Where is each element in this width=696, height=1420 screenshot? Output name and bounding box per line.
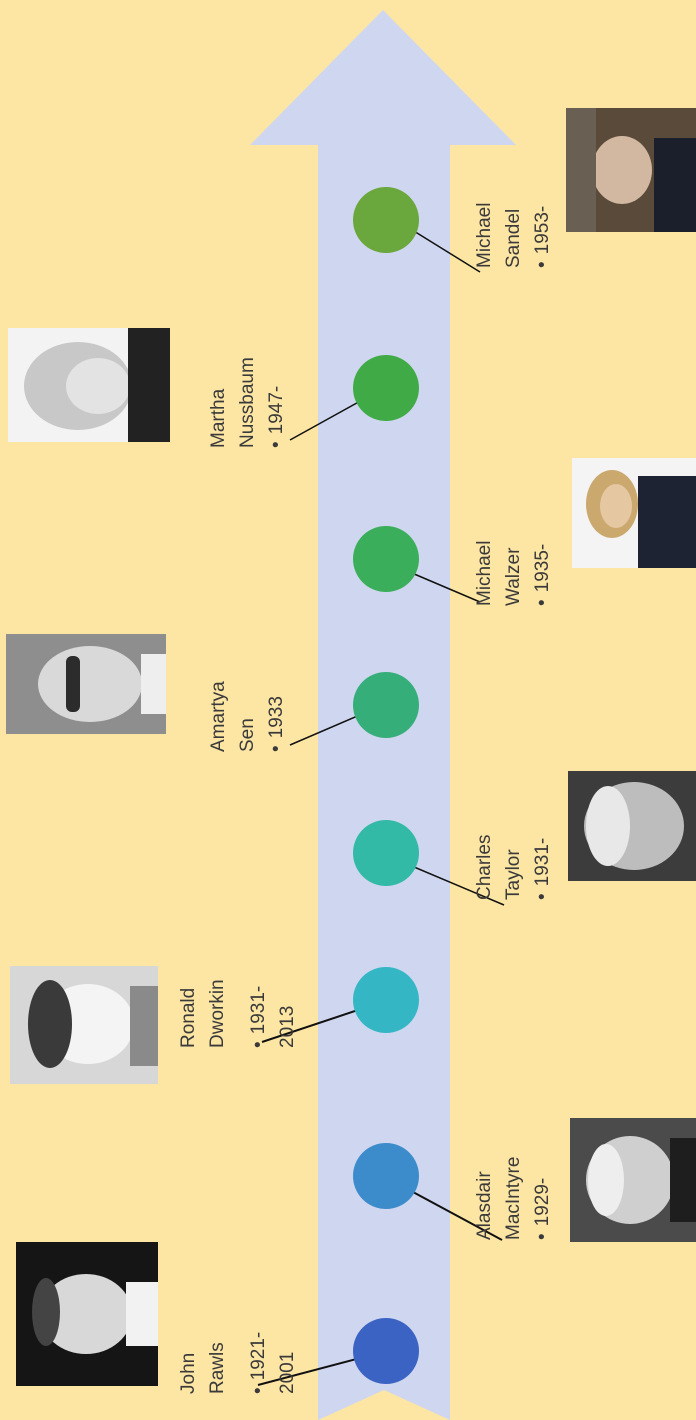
timeline-dot-nussbaum bbox=[353, 355, 419, 421]
timeline-dot-taylor bbox=[353, 820, 419, 886]
surname-macintyre: MacIntyre bbox=[503, 1156, 524, 1240]
surname-sandel: Sandel bbox=[503, 208, 524, 268]
name-macintyre: Alasdair bbox=[474, 1171, 495, 1240]
photo-nussbaum bbox=[8, 328, 170, 442]
years-label-rawls: 1921- 2001 bbox=[244, 1332, 302, 1394]
label-sen: Amartya Sen 1933 bbox=[204, 681, 291, 752]
years-rawls: 1921- 2001 bbox=[244, 1332, 302, 1394]
label-taylor: Charles Taylor 1931- bbox=[470, 835, 557, 900]
label-nussbaum: Martha Nussbaum 1947- bbox=[204, 357, 291, 448]
years-label-dworkin: 1931- 2013 bbox=[244, 986, 302, 1048]
photo-walzer bbox=[572, 458, 696, 568]
name-taylor: Charles bbox=[474, 834, 495, 900]
timeline-dot-walzer bbox=[353, 526, 419, 592]
timeline-dot-sen bbox=[353, 672, 419, 738]
surname-walzer: Walzer bbox=[503, 547, 524, 606]
timeline-dot-macintyre bbox=[353, 1143, 419, 1209]
name-walzer: Michael bbox=[474, 540, 495, 606]
label-rawls: John Rawls bbox=[174, 1342, 232, 1394]
photo-taylor bbox=[568, 771, 696, 881]
label-macintyre: Alasdair MacIntyre 1929- bbox=[470, 1157, 557, 1240]
years-sen: 1933 bbox=[262, 681, 291, 752]
label-sandel: Michael Sandel 1953- bbox=[470, 203, 557, 268]
name-rawls: John bbox=[178, 1352, 199, 1394]
label-walzer: Michael Walzer 1935- bbox=[470, 541, 557, 606]
years-sandel: 1953- bbox=[528, 203, 557, 268]
timeline-dot-rawls bbox=[353, 1318, 419, 1384]
timeline-dot-sandel bbox=[353, 187, 419, 253]
surname-rawls: Rawls bbox=[207, 1342, 228, 1394]
photo-rawls bbox=[16, 1242, 158, 1386]
surname-dworkin: Dworkin bbox=[207, 979, 228, 1048]
years-nussbaum: 1947- bbox=[262, 357, 291, 448]
label-dworkin: Ronald Dworkin bbox=[174, 979, 232, 1048]
years-walzer: 1935- bbox=[528, 541, 557, 606]
photo-dworkin bbox=[10, 966, 158, 1084]
surname-nussbaum: Nussbaum bbox=[237, 357, 258, 448]
timeline-dot-dworkin bbox=[353, 967, 419, 1033]
name-dworkin: Ronald bbox=[178, 987, 199, 1048]
years-taylor: 1931- bbox=[528, 835, 557, 900]
photo-sen bbox=[6, 634, 166, 734]
photo-macintyre bbox=[570, 1118, 696, 1242]
name-sandel: Michael bbox=[474, 202, 495, 268]
years-dworkin: 1931- 2013 bbox=[244, 986, 302, 1048]
name-sen: Amartya bbox=[208, 681, 229, 752]
surname-taylor: Taylor bbox=[503, 849, 524, 900]
photo-sandel bbox=[566, 108, 696, 232]
surname-sen: Sen bbox=[237, 718, 258, 752]
name-nussbaum: Martha bbox=[208, 388, 229, 448]
years-macintyre: 1929- bbox=[528, 1157, 557, 1240]
